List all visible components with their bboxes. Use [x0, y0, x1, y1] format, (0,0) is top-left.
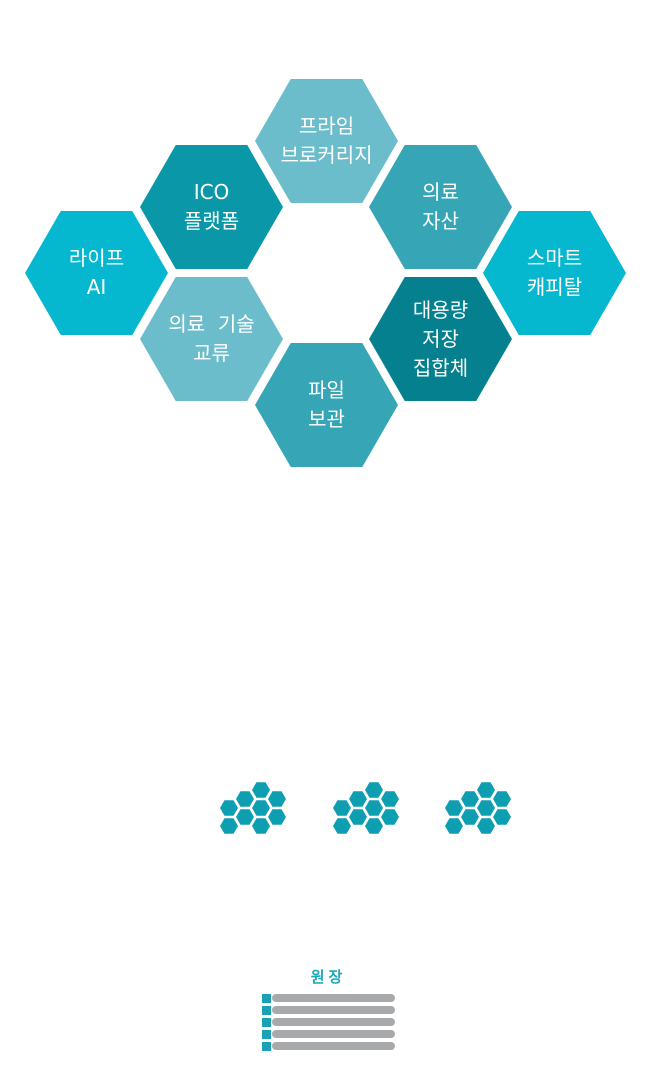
hex-file-storage-line2: 보관 — [308, 407, 345, 431]
mini-hex-cell — [349, 809, 367, 825]
mini-honeycomb-icon-3 — [442, 780, 522, 840]
hex-life-ai[interactable]: 라이프 AI — [25, 211, 168, 335]
mini-hex-cell — [365, 782, 383, 798]
hex-prime-brokerage-line1: 프라임 — [298, 114, 355, 138]
ledger-row-bar — [272, 1042, 395, 1050]
hex-mass-storage-line3: 집합체 — [412, 355, 469, 380]
hex-smart-capital-line2: 캐피탈 — [526, 275, 583, 299]
ledger-title: 원장 — [310, 968, 347, 986]
hex-medical-tech-exchange-line2: 교류 — [193, 341, 230, 365]
ledger-row-marker — [262, 993, 271, 1003]
ledger-row — [262, 1004, 395, 1016]
hex-file-storage[interactable]: 파일 보관 — [255, 343, 398, 467]
hex-medical-assets-line1: 의료 — [422, 180, 459, 204]
mini-honeycomb-svg — [445, 782, 511, 834]
mini-hex-cell — [236, 791, 254, 807]
mini-hex-cell — [381, 791, 399, 807]
mini-hex-cell — [268, 809, 286, 825]
mini-hex-cell — [493, 791, 511, 807]
ledger-row-marker — [262, 1041, 271, 1051]
mini-hex-cell — [445, 818, 463, 834]
ledger-row-marker — [262, 1017, 271, 1027]
mini-hex-cell — [349, 791, 367, 807]
ledger-row-bar — [272, 994, 395, 1002]
mini-hex-cell — [477, 782, 495, 798]
mini-hex-cell — [381, 809, 399, 825]
ledger-row-marker — [262, 1005, 271, 1015]
ledger-row — [262, 1028, 395, 1040]
mini-honeycomb-svg — [333, 782, 399, 834]
ledger-row — [262, 1040, 395, 1052]
hex-medical-tech-exchange-line1: 의료 기술 — [168, 312, 255, 336]
hex-mass-storage-line1: 대용량 — [412, 297, 469, 322]
mini-honeycomb-svg — [220, 782, 286, 834]
ledger-list — [262, 992, 395, 1052]
mini-hex-cell — [477, 800, 495, 816]
hex-smart-capital-line1: 스마트 — [526, 246, 583, 270]
hex-ico-platform[interactable]: ICO 플랫폼 — [140, 145, 283, 269]
hex-prime-brokerage[interactable]: 프라임 브로커리지 — [255, 79, 398, 203]
mini-honeycomb-icon-2 — [330, 780, 410, 840]
hex-medical-assets-line2: 자산 — [422, 209, 459, 233]
mini-hex-cell — [220, 818, 238, 834]
ledger-row — [262, 1016, 395, 1028]
hex-ico-platform-line2: 플랫폼 — [183, 209, 240, 233]
ledger-row — [262, 992, 395, 1004]
hex-medical-tech-exchange[interactable]: 의료 기술 교류 — [140, 277, 283, 401]
mini-hex-cell — [333, 800, 351, 816]
mini-hex-cell — [252, 782, 270, 798]
mini-honeycomb-icon-1 — [217, 780, 297, 840]
ledger-row-bar — [272, 1030, 395, 1038]
hex-mass-storage-line2: 저장 — [422, 326, 459, 351]
mini-hex-cell — [333, 818, 351, 834]
mini-hex-cell — [220, 800, 238, 816]
hex-life-ai-line2: AI — [86, 275, 107, 299]
hex-smart-capital[interactable]: 스마트 캐피탈 — [483, 211, 626, 335]
mini-hex-cell — [461, 809, 479, 825]
mini-hex-cell — [445, 800, 463, 816]
mini-hex-cell — [236, 809, 254, 825]
mini-hex-cell — [252, 800, 270, 816]
ledger-row-bar — [272, 1006, 395, 1014]
hex-life-ai-line1: 라이프 — [68, 246, 125, 270]
mini-hex-cell — [268, 791, 286, 807]
hex-prime-brokerage-line2: 브로커리지 — [280, 143, 373, 167]
mini-hex-cell — [461, 791, 479, 807]
mini-hex-cell — [477, 818, 495, 834]
mini-hex-cell — [493, 809, 511, 825]
hex-medical-assets[interactable]: 의료 자산 — [369, 145, 512, 269]
ledger-row-marker — [262, 1029, 271, 1039]
hex-mass-storage[interactable]: 대용량 저장 집합체 — [369, 277, 512, 401]
mini-hex-cell — [252, 818, 270, 834]
ledger-row-bar — [272, 1018, 395, 1026]
mini-hex-cell — [365, 818, 383, 834]
hex-file-storage-line1: 파일 — [308, 378, 345, 402]
hex-ico-platform-line1: ICO — [193, 180, 230, 204]
mini-hex-cell — [365, 800, 383, 816]
